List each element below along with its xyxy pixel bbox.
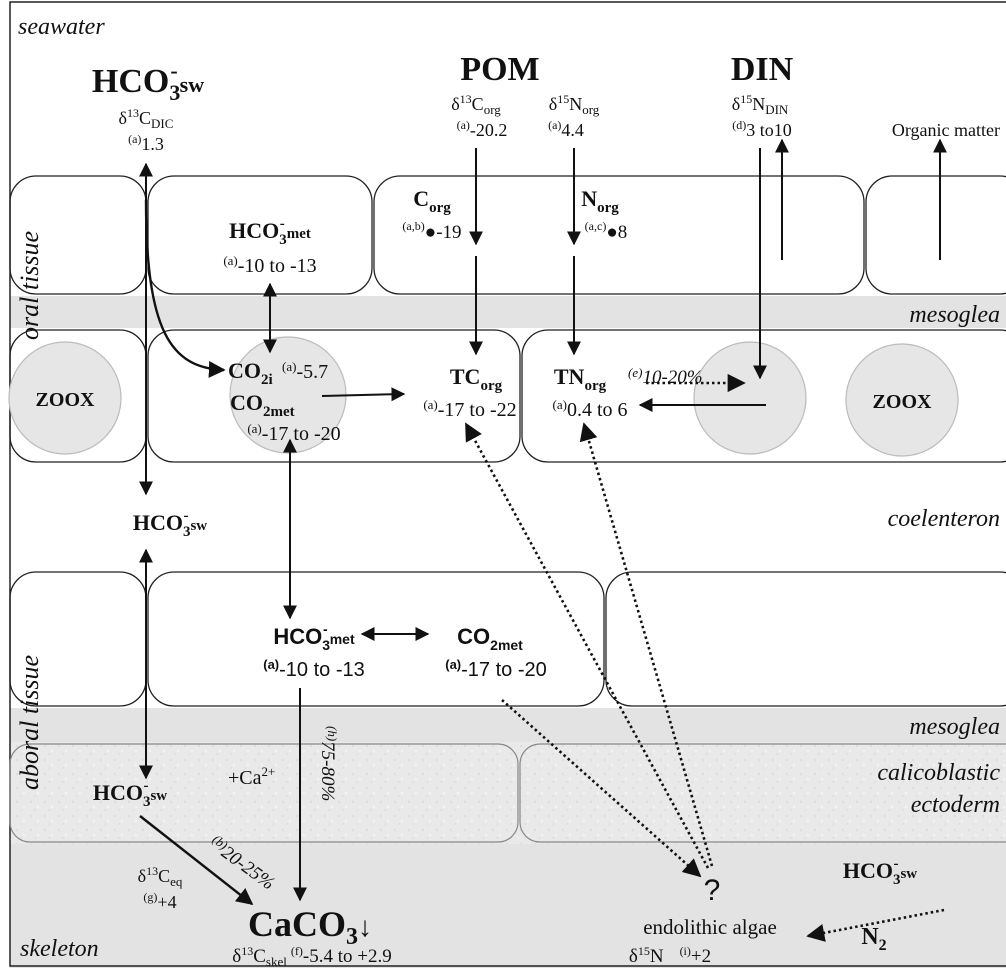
mesoglea-band-upper (10, 296, 1006, 328)
oral-cells (9, 175, 1006, 295)
label-skeleton: skeleton (20, 936, 99, 962)
label-aboral-tissue: aboral tissue (15, 655, 44, 790)
co2met-zoox-label: CO2met (230, 390, 295, 420)
arrow-sw-endolithic (806, 908, 945, 942)
n2-label: N2 (861, 924, 886, 954)
calicoblastic-cells (9, 743, 1006, 843)
label-seawater: seawater (18, 14, 105, 40)
label-coelenteron: coelenteron (888, 506, 1000, 532)
arrow-co2met-tcorg (321, 387, 406, 402)
calcium-label: +Ca2+ (228, 764, 275, 789)
mesoglea-band-lower (10, 708, 1006, 742)
n-org-label: Norg (581, 186, 619, 216)
percent-75-80: (h)75-80% (317, 726, 340, 801)
hco3-sw-calicoblastic: HCO3-sw (93, 778, 167, 810)
pom-d13c-label: δ13Corg (451, 92, 501, 117)
d13c-dic-label: δ13CDIC (119, 106, 174, 131)
co2met-aboral-value: (a)-17 to -20 (445, 657, 547, 681)
d13c-skel-label: δ13Cskel(f)-5.4 to +2.9 (232, 944, 391, 968)
arrow-co2met-endolithic (501, 699, 702, 878)
hco3-met-aboral: HCO3-met (273, 621, 355, 653)
skeleton-band (10, 844, 1006, 968)
endolithic-d15n: δ15N(i)+2 (629, 944, 711, 967)
n-org-value: (a,c)●8 (585, 219, 628, 243)
co2met-zoox-value: (a)-17 to -20 (247, 421, 340, 445)
hco3-sw-top: HCO3-sw (92, 58, 204, 105)
question-mark: ? (704, 874, 721, 907)
pom-d15n-value: (a)4.4 (548, 118, 584, 140)
label-mesoglea-upper: mesoglea (909, 302, 1000, 328)
co2met-aboral: CO2met (457, 624, 523, 653)
co2i-value: (a)-5.7 (282, 359, 328, 383)
arrow-to-caco3-diagonal (139, 815, 254, 906)
zoox-circles (8, 336, 959, 457)
organic-matter-label: Organic matter (892, 120, 1000, 140)
solid-arrows (139, 138, 947, 906)
co2i-label: CO2i (228, 358, 273, 388)
d13c-eq-value: (g)+4 (143, 890, 176, 912)
transfer-percent: (e)10-20% (628, 365, 703, 388)
hco3-met-aboral-value: (a)-10 to -13 (263, 657, 365, 681)
din-d15n-value: (d)3 to10 (732, 118, 792, 140)
din-d15n-label: δ15NDIN (732, 92, 789, 117)
arrow-to-co2i (144, 199, 226, 378)
hco3-met-oral: HCO3-met (229, 216, 311, 248)
hco3-sw-skeleton: HCO3-sw (843, 856, 917, 888)
c-org-label: Corg (413, 186, 451, 216)
label-oral-tissue: oral tissue (15, 231, 44, 340)
calicoblastic-band (10, 742, 1006, 844)
tn-org-value: (a)0.4 to 6 (553, 397, 628, 421)
label-zoox-left: ZOOX (36, 389, 95, 411)
din-label: DIN (731, 51, 794, 88)
outer-frame (9, 1, 1006, 967)
label-zoox-right: ZOOX (873, 391, 932, 413)
hco3-sw-coelenteron: HCO3-sw (133, 508, 207, 540)
d13c-eq-label: δ13Ceq (138, 864, 183, 889)
label-mesoglea-lower: mesoglea (909, 714, 1000, 740)
pom-d13c-value: (a)-20.2 (457, 118, 508, 140)
d13c-dic-value: (a)1.3 (128, 132, 164, 154)
label-calicoblastic: calicoblastic (877, 760, 1000, 786)
caco3-label: CaCO3↓ (248, 904, 372, 950)
c-org-value: (a,b)●-19 (402, 219, 461, 243)
endolithic-algae-label: endolithic algae (643, 915, 777, 939)
dotted-arrows (464, 373, 945, 942)
tn-org-label: TNorg (554, 364, 607, 394)
pom-label: POM (460, 51, 539, 88)
hco3-met-oral-value: (a)-10 to -13 (223, 253, 316, 277)
tc-org-value: (a)-17 to -22 (423, 397, 516, 421)
label-ectoderm: ectoderm (911, 792, 1000, 818)
tc-org-label: TCorg (450, 364, 503, 394)
arrow-endolithic-tcorg (464, 422, 710, 869)
pom-d15n-label: δ15Norg (549, 92, 600, 117)
